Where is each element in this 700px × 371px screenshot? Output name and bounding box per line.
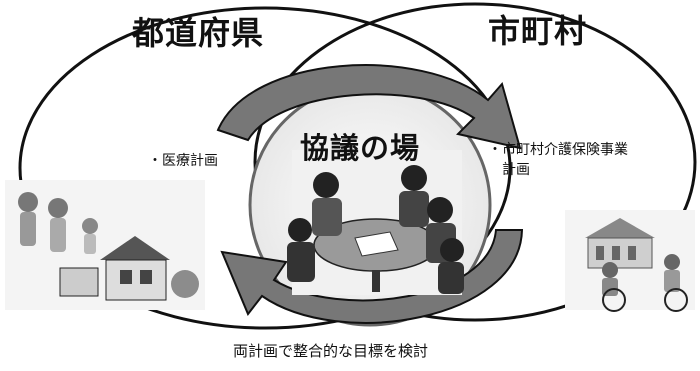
community-house-illustration — [5, 180, 205, 310]
medical-plan-label: ・医療計画 — [148, 153, 218, 169]
meeting-illustration — [287, 150, 464, 295]
council-title: 協議の場 — [300, 131, 421, 165]
municipality-circle — [253, 2, 697, 322]
care-insurance-plan-label: ・市町村介護保険事業 計画 — [488, 140, 628, 180]
facility-wheelchair-illustration — [565, 210, 695, 312]
prefecture-title: 都道府県 — [132, 14, 265, 52]
care-insurance-plan-line1: ・市町村介護保険事業 — [488, 142, 628, 158]
diagram-caption: 両計画で整合的な目標を検討 — [233, 342, 429, 360]
care-insurance-plan-line2: 計画 — [502, 162, 530, 178]
arrow-top-icon — [216, 64, 522, 150]
prefecture-circle — [18, 6, 512, 330]
municipality-title: 市町村 — [488, 12, 588, 50]
